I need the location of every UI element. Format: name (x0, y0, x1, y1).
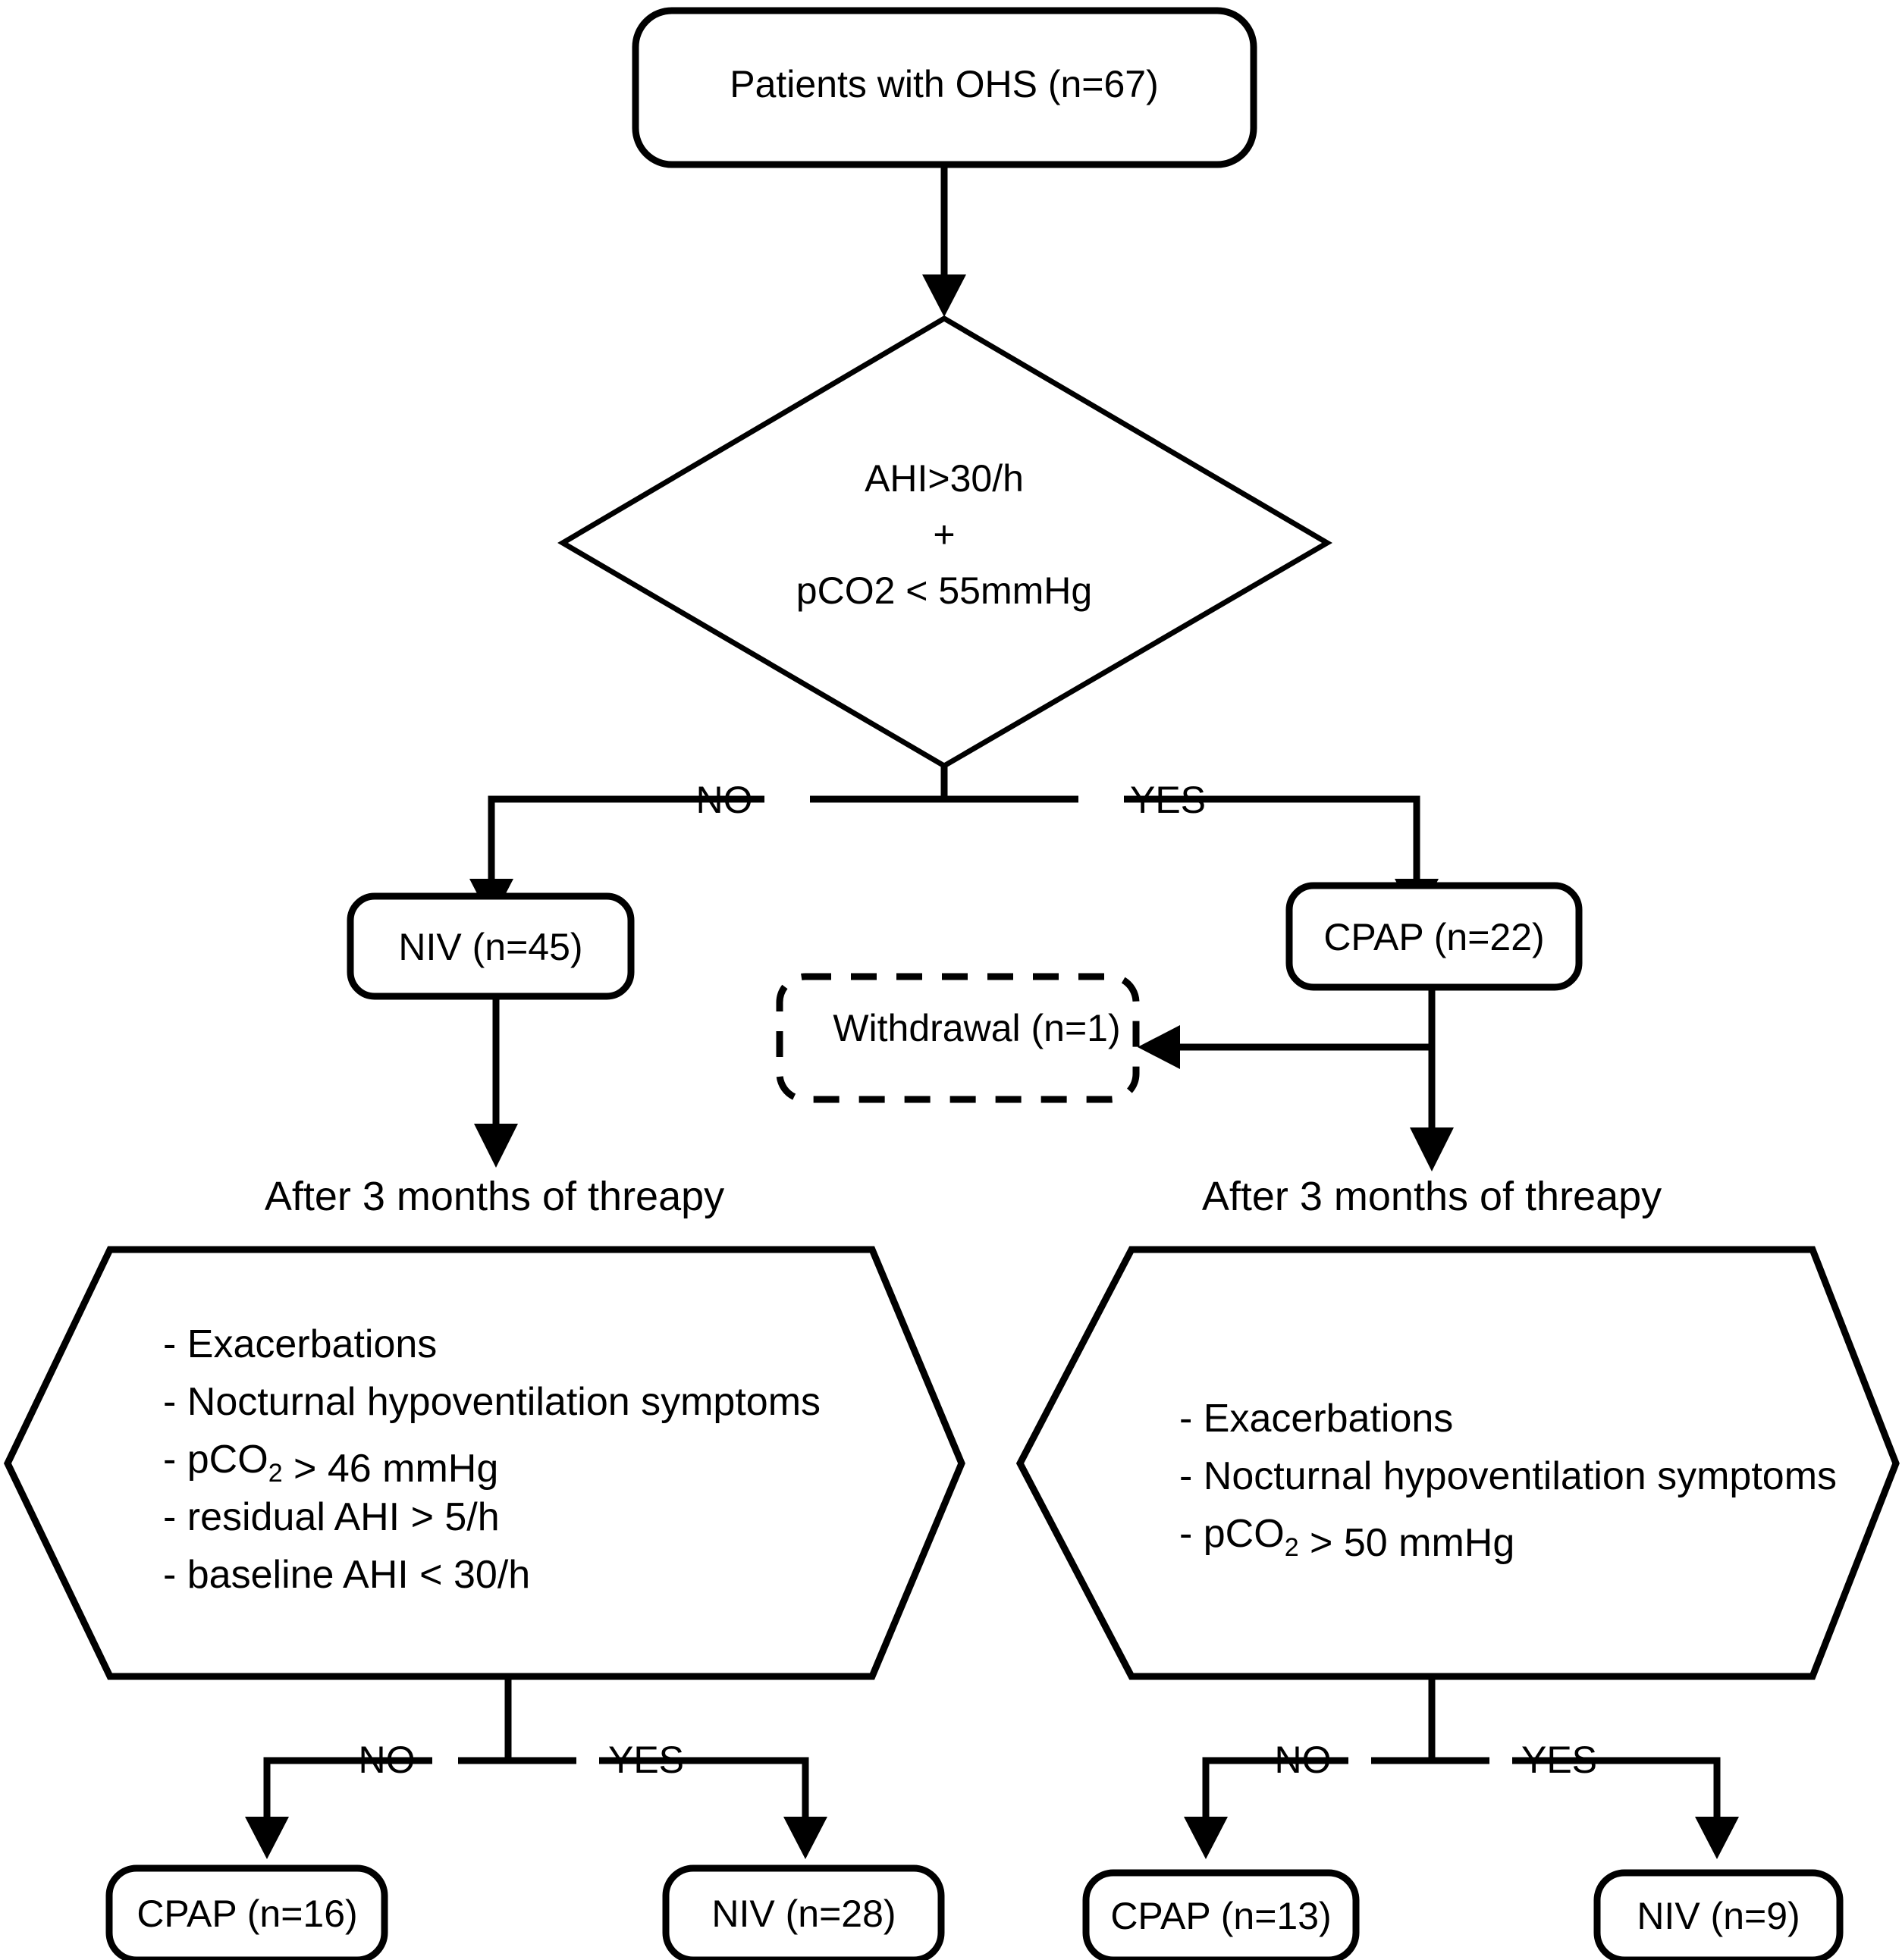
criteria-right-item-2: - pCO2 > 50 mmHg (1179, 1512, 1514, 1565)
arrowhead-root-to-decision (922, 274, 966, 317)
arrowhead-criteria-left-no (245, 1817, 289, 1859)
branch-label-left-no: NO (359, 1739, 416, 1781)
node-cpap-left-out-label: CPAP (n=16) (137, 1893, 357, 1935)
node-niv-left-out-label: NIV (n=28) (711, 1893, 896, 1935)
branch-label-right-yes: YES (1521, 1739, 1597, 1781)
criteria-right-item-0: - Exacerbations (1179, 1397, 1453, 1441)
node-cpap-left-out-box[interactable] (105, 1864, 388, 1960)
arrowhead-niv-to-caption-left (474, 1124, 518, 1168)
node-cpap-right-out-box[interactable] (1082, 1869, 1360, 1960)
arrowhead-cpap-to-caption-right (1410, 1127, 1454, 1171)
caption-left-label: After 3 months of threapy (265, 1174, 724, 1219)
branch-label-decision-yes: YES (1130, 779, 1206, 821)
criteria-right-item-1: - Nocturnal hypoventilation symptoms (1179, 1454, 1837, 1498)
edge-criteria-right-yes (1512, 1757, 1721, 1827)
criteria-left-item-0: - Exacerbations (163, 1322, 437, 1366)
edge-criteria-right-no (1202, 1757, 1348, 1827)
node-niv-initial-box[interactable] (347, 892, 635, 1000)
criteria-left-item-4: - baseline AHI < 30/h (163, 1553, 530, 1597)
arrowhead-criteria-right-yes (1695, 1817, 1739, 1859)
decision-line3: pCO2 < 55mmHg (796, 569, 1092, 612)
branch-label-right-no: NO (1275, 1739, 1332, 1781)
caption-right-label: After 3 months of threapy (1202, 1174, 1662, 1219)
node-withdrawal-box[interactable] (776, 973, 1140, 1103)
node-criteria-left-hexagon[interactable] (4, 1246, 965, 1680)
decision-line1: AHI>30/h (865, 457, 1024, 500)
branch-label-left-yes: YES (608, 1739, 684, 1781)
edge-criteria-left-no (263, 1757, 432, 1827)
node-cpap-initial-label: CPAP (n=22) (1323, 916, 1544, 958)
node-withdrawal-label: Withdrawal (n=1) (833, 1007, 1120, 1049)
edge-decision-no (488, 795, 764, 891)
criteria-left-item-1: - Nocturnal hypoventilation symptoms (163, 1380, 821, 1424)
node-criteria-right-hexagon[interactable] (1015, 1246, 1900, 1680)
decision-line2: + (933, 513, 955, 556)
node-niv-left-out-box[interactable] (662, 1864, 945, 1960)
criteria-left-item-3: - residual AHI > 5/h (163, 1495, 500, 1539)
arrowhead-criteria-left-yes (783, 1817, 827, 1859)
node-cpap-right-out-label: CPAP (n=13) (1110, 1895, 1331, 1937)
node-niv-right-out-box[interactable] (1593, 1869, 1844, 1960)
edge-criteria-left-yes (599, 1757, 809, 1827)
node-niv-initial-label: NIV (n=45) (398, 926, 582, 968)
arrowhead-cpap-to-withdrawal (1138, 1025, 1180, 1069)
arrowhead-criteria-right-no (1184, 1817, 1228, 1859)
branch-label-decision-no: NO (696, 779, 753, 821)
node-root-label: Patients with OHS (n=67) (730, 63, 1159, 105)
edge-decision-yes (1124, 795, 1420, 891)
criteria-left-item-2: - pCO2 > 46 mmHg (163, 1438, 498, 1491)
node-niv-right-out-label: NIV (n=9) (1637, 1895, 1800, 1937)
